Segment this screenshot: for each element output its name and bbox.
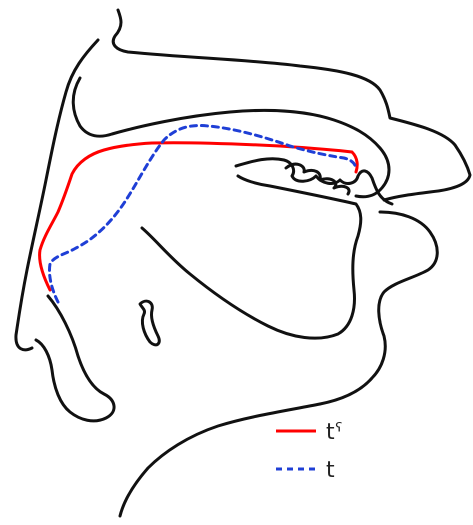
- legend-label-plain: t: [326, 458, 335, 483]
- chin-outline: [320, 212, 437, 404]
- legend-label-pharyngealized: tˁ: [326, 420, 343, 445]
- legend: tˁ t: [276, 420, 343, 483]
- palate-outline: [73, 78, 389, 197]
- tongue-body-outline: [142, 176, 361, 338]
- legend-item-plain: t: [276, 458, 335, 483]
- pharyngealized-t-tongue-contour: [40, 143, 358, 290]
- neck-outline: [120, 404, 320, 516]
- pharynx-back-wall: [16, 40, 98, 350]
- upper-skull-outline: [113, 10, 470, 200]
- epiglottis-outline: [36, 296, 114, 421]
- hyoid-outline: [140, 301, 159, 345]
- anatomy-outline: [16, 10, 470, 516]
- legend-item-pharyngealized: tˁ: [276, 420, 343, 445]
